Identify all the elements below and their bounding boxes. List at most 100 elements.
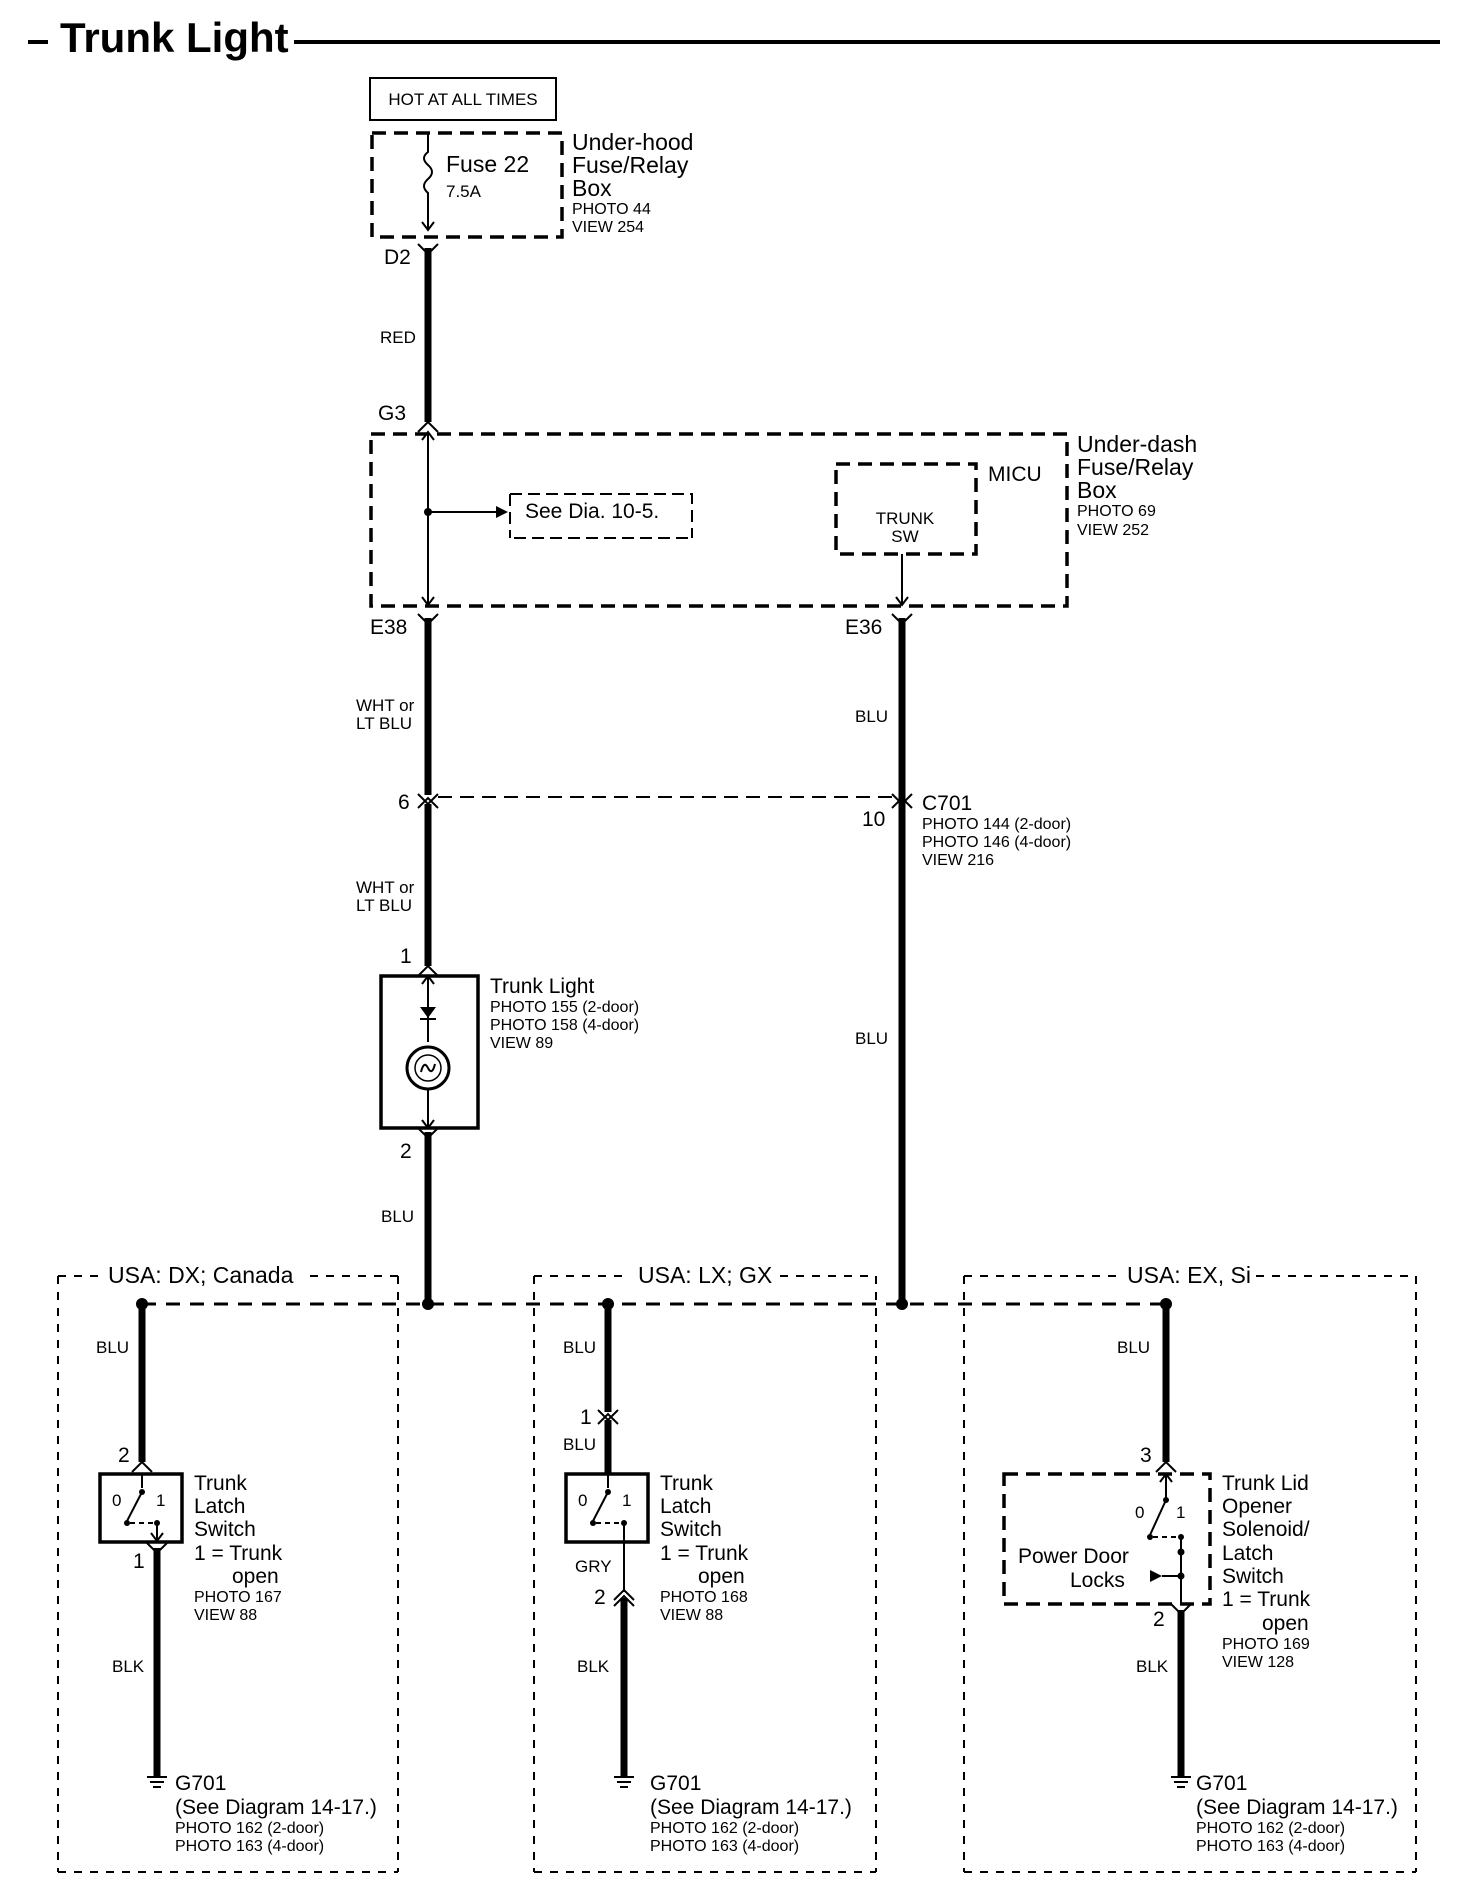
variant-2-ground: G701 — [650, 1772, 701, 1795]
variant-3-ground-ref: (See Diagram 14-17.) — [1196, 1796, 1398, 1819]
variant-3-photo: PHOTO 169 — [1222, 1636, 1310, 1653]
wire-blu-mid-label: BLU — [855, 1029, 888, 1048]
variant-2-conn-pin: 1 — [580, 1406, 592, 1429]
c701-photo-2: PHOTO 146 (4-door) — [922, 834, 1071, 851]
trunk-light-diode — [420, 1007, 436, 1018]
underhood-name-2: Fuse/Relay — [572, 152, 689, 178]
connector-e36-label: E36 — [845, 616, 882, 639]
variant-2-pos0: 0 — [578, 1491, 587, 1510]
variant-1-header: USA: DX; Canada — [108, 1262, 294, 1288]
variant-3-switch-line-5: Switch — [1222, 1565, 1284, 1588]
hot-label: HOT AT ALL TIMES — [388, 90, 537, 109]
variant-1-switch-line-1: Trunk — [194, 1472, 247, 1495]
underdash-fuse-box: See Dia. 10-5. MICU TRUNK SW Under-dash … — [369, 430, 1197, 608]
variant-3-wire-blu-label: BLU — [1117, 1338, 1150, 1357]
variant-2-header: USA: LX; GX — [638, 1262, 772, 1288]
page-title: Trunk Light — [60, 14, 289, 61]
variant-3-pdl-1: Power Door — [1018, 1545, 1129, 1568]
variant-3-switch-line-4: Latch — [1222, 1542, 1273, 1565]
micu-box — [834, 462, 978, 556]
variant-3-switch-line-7: open — [1262, 1612, 1309, 1635]
variant-2-switch-line-1: Trunk — [660, 1472, 713, 1495]
variant-1-switch-contact-0 — [124, 1520, 130, 1526]
variant-3-switch-in-arrow — [1159, 1472, 1173, 1483]
micu-label: MICU — [988, 463, 1042, 486]
underdash-name-3: Box — [1077, 477, 1117, 503]
variant-3-switch-blade — [1149, 1499, 1167, 1536]
micu-sw-label: SW — [891, 527, 918, 546]
variant-3-pdl-2: Locks — [1070, 1569, 1125, 1592]
variant-2-wire-blk-label: BLK — [577, 1657, 610, 1676]
variant-2-switch-contact-0 — [590, 1520, 596, 1526]
variant-2-switch-line-5: open — [698, 1565, 745, 1588]
variant-1-ground-ref: (See Diagram 14-17.) — [175, 1796, 377, 1819]
connector-g3-symbol — [417, 420, 439, 433]
trunk-light-view: VIEW 89 — [490, 1035, 553, 1052]
micu-trunk-label: TRUNK — [876, 509, 935, 528]
variant-1-wire-blk-label: BLK — [112, 1657, 145, 1676]
variant-3-wire-blk-label: BLK — [1136, 1657, 1169, 1676]
wire-blu-e36-label: BLU — [855, 707, 888, 726]
c701-photo-1: PHOTO 144 (2-door) — [922, 816, 1071, 833]
trunk-light-pin1-symbol — [417, 964, 439, 977]
micu-output-arrow — [895, 596, 909, 607]
fuse-name: Fuse 22 — [446, 151, 529, 177]
trunk-light-bottom-arrow — [421, 1119, 435, 1130]
variant-3-switch-line-1: Trunk Lid — [1222, 1472, 1309, 1495]
variant-1-switch-line-3: Switch — [194, 1518, 256, 1541]
underdash-arrow-bottom — [421, 596, 435, 607]
variant-3-pdl-arrow — [1150, 1570, 1162, 1582]
hot-label-box — [369, 77, 557, 121]
fuse-symbol — [423, 133, 433, 228]
underhood-box-outline — [370, 131, 564, 239]
trunk-light-filament — [420, 1063, 436, 1073]
variant-1-pos0: 0 — [112, 1491, 121, 1510]
variant-2-switch-line-2: Latch — [660, 1495, 711, 1518]
variant-2-ground-ref: (See Diagram 14-17.) — [650, 1796, 852, 1819]
see-dia-label: See Dia. 10-5. — [525, 500, 659, 523]
variant-3-header: USA: EX, Si — [1127, 1262, 1251, 1288]
wire-wht-2a: WHT or — [356, 878, 415, 897]
underdash-view: VIEW 252 — [1077, 522, 1149, 539]
variant-1-pin-top: 2 — [118, 1444, 130, 1467]
variant-2-switch-line-4: 1 = Trunk — [660, 1542, 749, 1565]
variant-1-switch-line-2: Latch — [194, 1495, 245, 1518]
variant-2-ground-photo-1: PHOTO 162 (2-door) — [650, 1820, 799, 1837]
trunk-light-top-arrow — [421, 974, 435, 985]
variant-2-wire-gry-label: GRY — [575, 1557, 612, 1576]
variant-3-view: VIEW 128 — [1222, 1654, 1294, 1671]
variant-1-switch-line-4: 1 = Trunk — [194, 1542, 283, 1565]
variant-lx-gx: USA: LX; GX BLU 1 BLU 0 1 Trunk Latch Sw… — [533, 1262, 877, 1873]
c701-name: C701 — [922, 792, 972, 815]
variant-3-switch-line-3: Solenoid/ — [1222, 1518, 1310, 1541]
underdash-arrow-top — [421, 430, 435, 441]
trunk-light: Trunk Light PHOTO 155 (2-door) PHOTO 158… — [379, 964, 639, 1140]
variant-2-switch-blade — [592, 1491, 609, 1522]
variant-1-view: VIEW 88 — [194, 1607, 257, 1624]
connector-e38-label: E38 — [370, 616, 407, 639]
variant-1-wire-blu-label: BLU — [96, 1338, 129, 1357]
fuse-arrow — [421, 221, 435, 232]
wire-red-label: RED — [380, 328, 416, 347]
c701-pin10-label: 10 — [862, 808, 885, 831]
variant-1-photo: PHOTO 167 — [194, 1589, 282, 1606]
underdash-photo: PHOTO 69 — [1077, 503, 1156, 520]
variant-1-ground-photo-2: PHOTO 163 (4-door) — [175, 1838, 324, 1855]
variant-3-pos0: 0 — [1135, 1503, 1144, 1522]
variant-ex-si: USA: EX, Si BLU 3 0 1 Power Door Locks 2… — [963, 1262, 1417, 1873]
c701-view: VIEW 216 — [922, 852, 994, 869]
underdash-name-2: Fuse/Relay — [1077, 454, 1194, 480]
wire-wht-2b: LT BLU — [356, 896, 412, 915]
bus-splice-lamp — [422, 1298, 434, 1310]
see-dia-arrow — [496, 506, 508, 518]
variant-3-ground-photo-1: PHOTO 162 (2-door) — [1196, 1820, 1345, 1837]
variant-3-ground-photo-2: PHOTO 163 (4-door) — [1196, 1838, 1345, 1855]
underhood-photo: PHOTO 44 — [572, 201, 651, 218]
underdash-name-1: Under-dash — [1077, 431, 1197, 457]
variant-2-pin-bottom-symbol — [613, 1588, 635, 1607]
variant-2-wire-blu-top-label: BLU — [563, 1338, 596, 1357]
variant-2-photo: PHOTO 168 — [660, 1589, 748, 1606]
variant-2-pin-bottom: 2 — [594, 1586, 606, 1609]
wire-blu-lamp-label: BLU — [381, 1207, 414, 1226]
variant-3-ground: G701 — [1196, 1772, 1247, 1795]
